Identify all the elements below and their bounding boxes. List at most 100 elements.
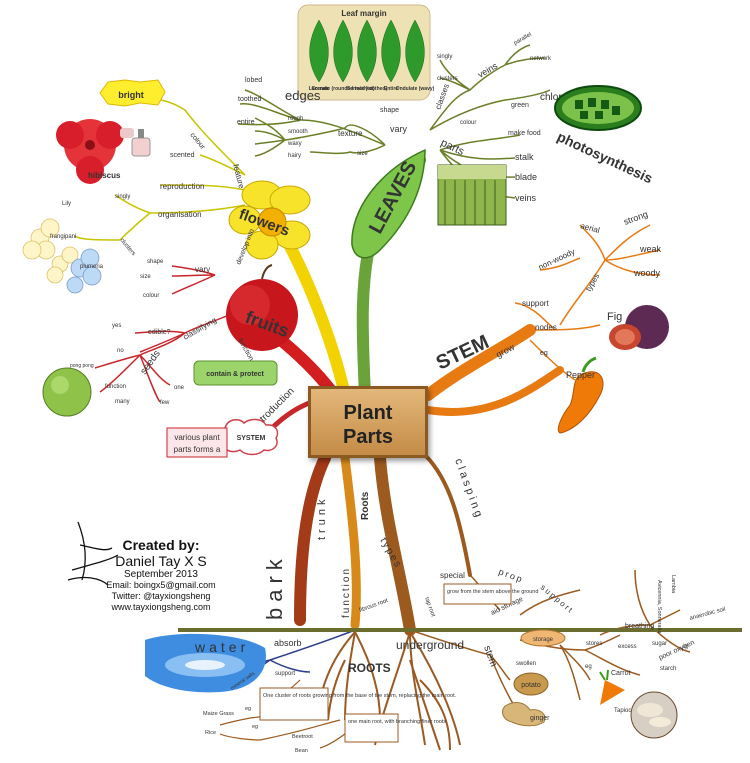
ground-anaerobic-soil: anaerobic soil bbox=[689, 607, 726, 622]
ground-stores: stores bbox=[586, 641, 602, 647]
ground-stem: stem bbox=[481, 644, 499, 668]
leaves-hairy: hairy bbox=[288, 153, 301, 159]
credit-heading: Created by: bbox=[122, 537, 200, 553]
roots-main bbox=[374, 452, 416, 636]
leaves-make-food: make food bbox=[508, 130, 541, 137]
stem-pepper: Pepper bbox=[566, 370, 595, 380]
stem-woody: woody bbox=[633, 268, 661, 278]
leaf-type-2: Crenate (rounded toothed) bbox=[311, 86, 374, 92]
ground-eg2: eg bbox=[245, 706, 251, 712]
center-line-2: Parts bbox=[342, 426, 394, 448]
ground-beetroot: Beetroot bbox=[292, 734, 313, 740]
fruits-no: no bbox=[117, 348, 124, 354]
ground-potato: potato bbox=[521, 682, 541, 689]
ground-in: in bbox=[683, 644, 688, 650]
fruits-one: one bbox=[174, 385, 185, 391]
clasping-tap-root: tap root bbox=[423, 597, 436, 618]
roots-cut-label: fibrous root bbox=[359, 598, 390, 614]
flowers-reproduction: reproduction bbox=[160, 182, 204, 191]
stem-weak: weak bbox=[639, 244, 662, 254]
leaves-blade: blade bbox=[515, 172, 537, 182]
potato-image: potato bbox=[513, 672, 549, 696]
stem-fig: Fig bbox=[607, 311, 622, 323]
leaves-singly: singly bbox=[437, 54, 452, 60]
clasping-prop: prop bbox=[497, 566, 525, 584]
leaves-entire: entire bbox=[237, 119, 255, 126]
ground-roots: ROOTS bbox=[348, 661, 391, 675]
flowers-lily: Lily bbox=[62, 201, 71, 207]
leaves-size: size bbox=[357, 151, 368, 157]
clasping-prop-desc: grow from the stem above the ground bbox=[447, 589, 538, 595]
fruits-colour: colour bbox=[143, 293, 159, 299]
leaf-section-image bbox=[437, 164, 507, 226]
roots-function: function bbox=[341, 567, 352, 618]
clasping-branch bbox=[423, 453, 472, 577]
leaf-type-5: Ondulate (wavy) bbox=[396, 86, 435, 92]
pong-pong-image bbox=[42, 367, 92, 417]
contain-protect-box: contain & protect bbox=[193, 360, 278, 386]
credit-web: www.tayxiongsheng.com bbox=[111, 602, 211, 612]
carrot-image bbox=[599, 669, 625, 705]
leaves-green: green bbox=[511, 102, 529, 109]
roots-roots: Roots bbox=[360, 491, 371, 520]
leaves-rough: rough bbox=[288, 116, 303, 122]
leaves-stalk: stalk bbox=[515, 152, 534, 162]
leaves-parts: parts bbox=[439, 137, 467, 158]
leaf-type-1: Lacerate bbox=[309, 86, 330, 92]
ground-swollen: swollen bbox=[516, 661, 536, 667]
stem-branch bbox=[422, 324, 536, 401]
ground-breathing: breathing bbox=[625, 623, 654, 630]
ground-breathing-roots: Lambia bbox=[670, 575, 676, 594]
fruits-vary: vary bbox=[195, 265, 210, 274]
flowers-plumeria: plumeria bbox=[80, 264, 104, 270]
stem-lines bbox=[514, 224, 661, 381]
ground-absorb: absorb bbox=[274, 638, 302, 648]
chloroplast-image bbox=[554, 85, 642, 131]
bright-bubble: bright bbox=[99, 79, 166, 107]
center-node: Plant Parts bbox=[308, 386, 428, 458]
flowers-feature: feature bbox=[231, 163, 246, 190]
leaf-type-4: Entire bbox=[384, 86, 398, 92]
leaves-veins: veins bbox=[515, 193, 537, 203]
stem-nodes: nodes bbox=[535, 323, 557, 332]
ground-tap-desc: one main root, with branching finer root… bbox=[348, 719, 446, 725]
credit-twitter: Twitter: @tayxiongsheng bbox=[111, 591, 211, 601]
fruits-pong-pong: pong pong bbox=[70, 363, 94, 369]
ground-maize: Maize Grass bbox=[203, 711, 234, 717]
leaves-node: LEAVES bbox=[351, 148, 426, 259]
leaves-edges: edges bbox=[285, 88, 321, 103]
ground-tapioca: Tapioca bbox=[614, 708, 635, 714]
credit-email: Email: boingx5@gmail.com bbox=[106, 580, 216, 590]
fig-image bbox=[609, 305, 669, 350]
perfume-image bbox=[120, 128, 151, 157]
clasping-special: special bbox=[440, 571, 465, 580]
credit-block: Created by: Daniel Tay X S September 201… bbox=[106, 537, 216, 613]
flowers-clusters: clusters bbox=[118, 237, 136, 257]
stem-lower bbox=[424, 366, 564, 416]
flowers-colour: colour bbox=[188, 132, 206, 152]
leaves-colour-tag: colour bbox=[460, 120, 476, 126]
stem-non-woody: non-woody bbox=[537, 247, 576, 272]
fibrous-desc-box: One cluster of roots growing from the ba… bbox=[259, 687, 457, 721]
ground-excess: excess bbox=[618, 644, 637, 650]
intro-text-2: parts forms a bbox=[174, 445, 221, 454]
ground-fibrous-desc: One cluster of roots growing from the ba… bbox=[263, 693, 457, 699]
flowers-hibiscus: hibiscus bbox=[88, 171, 121, 180]
water-image bbox=[145, 633, 266, 693]
fruits-function-leaf: function bbox=[105, 384, 126, 390]
intro-system: SYSTEM bbox=[237, 435, 266, 442]
trunk-branch bbox=[294, 452, 331, 626]
leaves-toothed: toothed bbox=[238, 96, 261, 103]
leaves-shape: shape bbox=[380, 107, 399, 114]
stem-strong: strong bbox=[622, 209, 649, 227]
ground-water: water bbox=[194, 639, 249, 655]
trunk-trunk: trunk bbox=[316, 496, 328, 540]
trunk-bark: bark bbox=[262, 553, 287, 620]
fruits-yes: yes bbox=[112, 323, 121, 329]
fruits-seeds: seeds bbox=[138, 349, 162, 377]
leaves-network: network bbox=[530, 56, 552, 62]
stem-eg: eg bbox=[540, 350, 548, 357]
fruits-classifying: classifying bbox=[182, 315, 218, 341]
fruits-many: many bbox=[115, 399, 130, 405]
intro-text-1: various plant bbox=[174, 433, 220, 442]
